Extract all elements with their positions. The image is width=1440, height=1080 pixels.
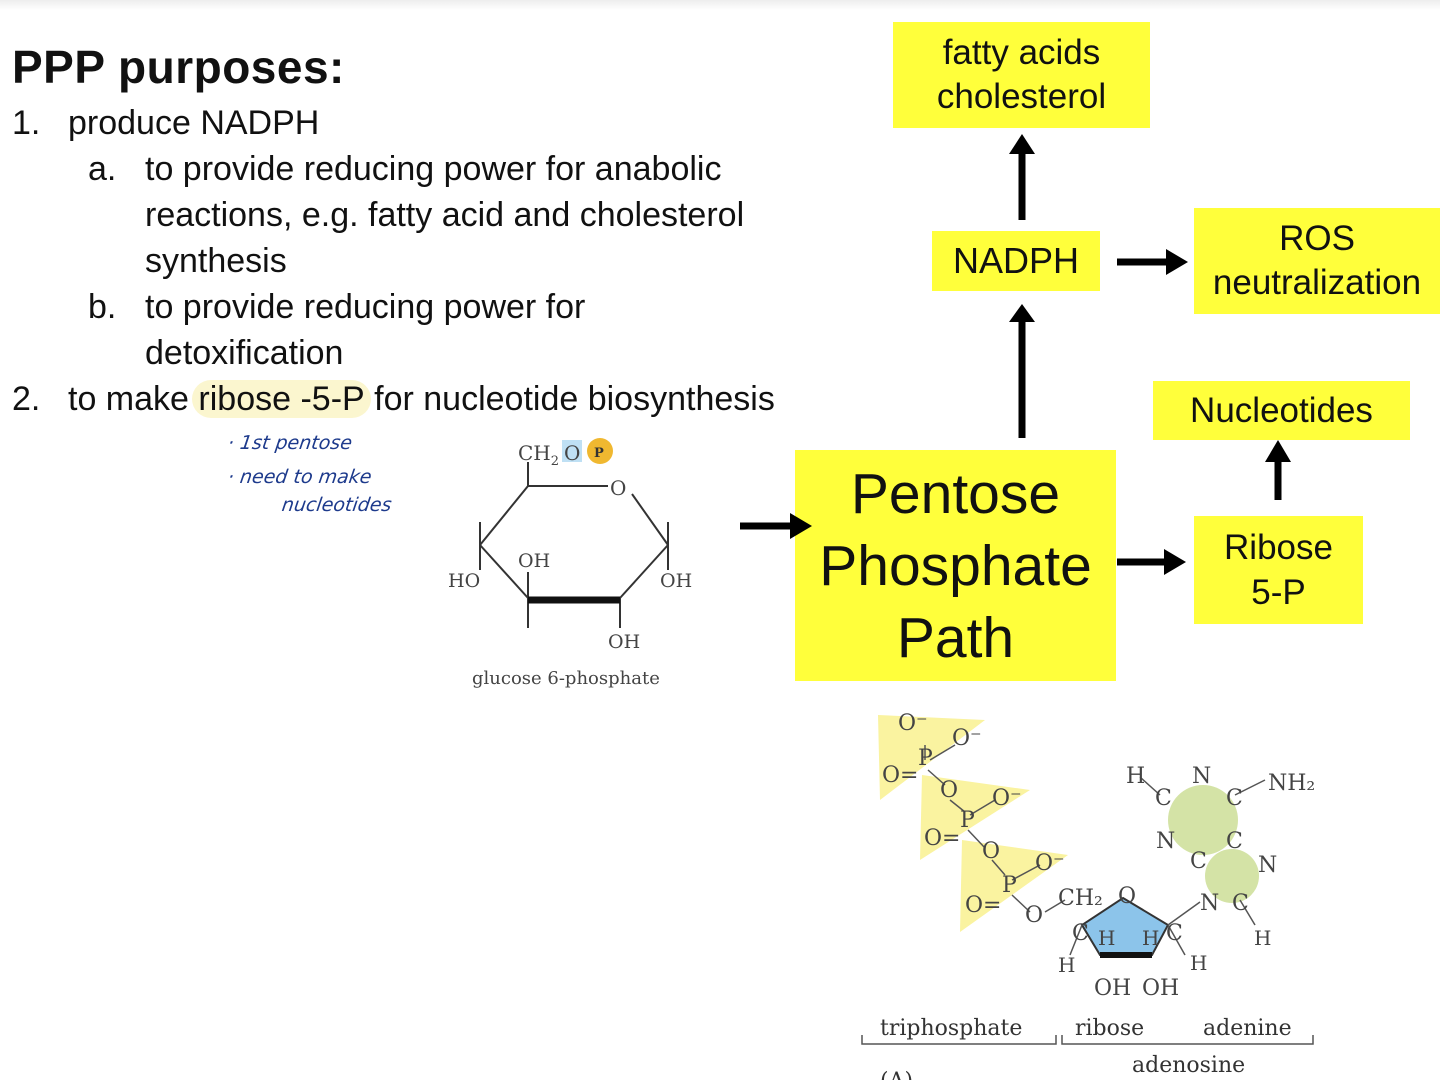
box-nadph: NADPH [932,231,1100,291]
atp-phosphate-1-o-right: O⁻ [952,726,982,751]
atp-phosphate-1-p: P [918,746,933,771]
handwritten-note-3: nucleotides [280,494,394,516]
list-item-1-text: produce NADPH [68,104,320,142]
atp-ribose-h-outer-right: H [1190,951,1207,975]
atp-adenine-nh2: NH₂ [1268,771,1315,796]
arrow-ppp-to-nadph [1009,304,1035,438]
top-shadow [0,0,1440,10]
box-ribose-line-2: 5-P [1251,573,1306,612]
atp-structure: O⁻ O⁻ O= P O O⁻ O= P O O⁻ O= P O CH₂ O C… [861,711,1315,1080]
list-item-1a-line-1: to provide reducing power for anabolic [145,150,722,188]
list-item-1a-line-2: reactions, e.g. fatty acid and cholester… [145,196,745,234]
atp-phosphate-2-o-right: O⁻ [992,786,1022,811]
box-ros-neutralization: ROS neutralization [1194,208,1440,314]
atp-adenine-c-4: C [1190,849,1207,874]
box-ros-line-1: ROS [1279,219,1355,258]
atp-adenine-n-3: N [1258,853,1277,878]
atp-bridge-o-1: O [940,778,958,803]
atp-ribose-oh-right: OH [1142,976,1179,1001]
atp-adenine-h-top: H [1126,764,1145,789]
box-ribose-line-1: Ribose [1224,528,1333,567]
box-ppp-line-1: Pentose [850,461,1061,526]
atp-ribose-ring-o: O [1118,884,1136,909]
atp-phosphate-3-o-eq: O= [965,893,1001,918]
adenine-ring-large [1168,785,1238,855]
box-fatty-acids-cholesterol: fatty acids cholesterol [893,22,1150,128]
atp-label-ribose: ribose [1075,1016,1144,1041]
list-item-1b-line-2: detoxification [145,334,344,372]
atp-label-adenosine: adenosine [1132,1053,1245,1078]
box-fatty-line-1: fatty acids [942,33,1101,72]
glucose-caption: glucose 6-phosphate [472,668,660,689]
atp-phosphate-3-o-right: O⁻ [1035,851,1065,876]
list-item-1b-line-1: to provide reducing power for [145,288,586,326]
box-ribose-5p: Ribose 5-P [1194,516,1363,624]
glucose-oh-inner: OH [518,550,550,572]
adenine-ring-small [1205,849,1259,903]
handwritten-note-2: · need to make [226,466,374,488]
atp-ribose-c-left: C [1072,921,1089,946]
list-item-1b-letter: b. [88,288,117,326]
atp-adenine-n-4: N [1200,891,1219,916]
glucose-oh-bottom: OH [608,631,640,653]
atp-ribose-c-right: C [1166,921,1183,946]
atp-adenine-n-1: N [1192,764,1211,789]
atp-adenine-c-2: C [1226,786,1243,811]
phosphate-triangle-3 [960,840,1068,932]
atp-label-adenine: adenine [1203,1016,1292,1041]
atp-adenine-n-2: N [1156,829,1175,854]
list-item-1a-letter: a. [88,150,117,188]
box-pentose-phosphate-path: Pentose Phosphate Path [795,450,1116,681]
atp-ch2: CH₂ [1058,886,1103,911]
page-title: PPP purposes: [12,41,345,93]
arrow-nadph-to-ros [1117,249,1188,275]
atp-bridge-o-2: O [982,839,1000,864]
list-item-2-pre: to make [68,380,189,418]
glucose-p-label: P [594,446,604,461]
arrow-ribose-to-nucleotides [1265,440,1291,500]
box-fatty-line-2: cholesterol [936,77,1107,116]
atp-ribose-oh-left: OH [1094,976,1131,1001]
phosphate-o-highlight [562,440,582,462]
list-item-2-number: 2. [12,380,41,418]
glucose-oh-right: OH [660,570,692,592]
atp-phosphate-2-o-eq: O= [924,826,960,851]
atp-phosphate-1-o-eq: O= [882,763,918,788]
box-ppp-line-3: Path [896,605,1015,670]
atp-ribose-h-inner-left: H [1098,926,1115,950]
atp-phosphate-2-p: P [960,808,975,833]
phosphate-triangle-2 [920,775,1030,860]
box-nucleotides-label: Nucleotides [1190,390,1373,430]
atp-ribose-h-outer-left: H [1058,953,1075,977]
atp-adenine-c-3: C [1226,829,1243,854]
atp-label-triphosphate: triphosphate [880,1016,1022,1041]
arrow-nadph-to-fatty [1009,134,1035,220]
atp-label-panel: (A) [880,1069,913,1080]
ribose-highlight: ribose -5-P [192,380,371,418]
atp-phosphate-3-p: P [1002,873,1017,898]
box-ppp-line-2: Phosphate [819,533,1092,598]
atp-bridge-o-3: O [1025,903,1043,928]
handwritten-note-1: · 1st pentose [226,432,354,454]
phosphate-p-circle [587,438,613,464]
box-nadph-label: NADPH [952,240,1080,281]
glucose-ring-o: O [610,476,626,500]
box-nucleotides: Nucleotides [1153,381,1410,440]
glucose-o-label: O [564,441,580,465]
glucose-6-phosphate-structure: CH2 O P O OH HO OH OH glucose 6-phosphat… [448,438,692,689]
atp-ribose-h-inner-right: H [1142,926,1159,950]
glucose-ch2-label: CH2 [518,441,559,469]
arrow-ppp-to-ribose [1117,549,1186,575]
box-ros-line-2: neutralization [1212,263,1422,302]
list-item-1-number: 1. [12,104,41,142]
atp-adenine-c-5: C [1232,891,1249,916]
list-item-2-post: for nucleotide biosynthesis [374,380,775,418]
atp-adenine-c-1: C [1155,786,1172,811]
atp-adenine-h-bottom: H [1254,926,1271,950]
atp-phosphate-1-o-top: O⁻ [898,711,928,736]
glucose-ho-left: HO [448,570,480,592]
list-item-1a-line-3: synthesis [145,242,287,280]
phosphate-triangle-1 [878,715,985,800]
list-item-2-text: to make ribose -5-P for nucleotide biosy… [68,376,775,422]
